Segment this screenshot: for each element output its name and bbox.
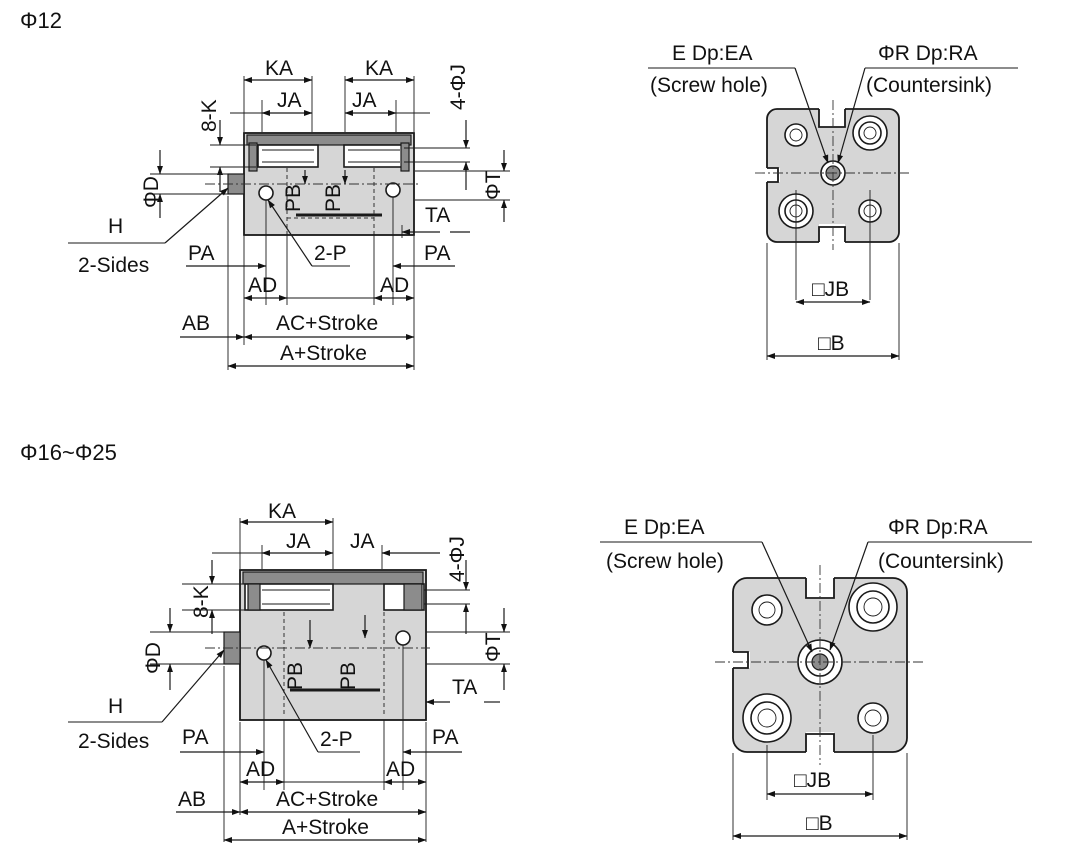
label-AB: AB: [178, 788, 206, 811]
label-AB: AB: [182, 312, 210, 335]
label-B: □B: [806, 812, 833, 835]
port-right: [395, 630, 411, 646]
label-8K: 8-K: [190, 585, 213, 618]
dims-top-phi12: KA KA JA JA 8-K 4-ΦJ ΦT ΦD PB PB: [68, 57, 510, 370]
side-view-phi12: [205, 132, 420, 236]
label-AC: AC+Stroke: [276, 312, 378, 335]
label-PA: PA: [188, 242, 214, 265]
end-view-phi16-25: □JB □B E Dp:EA (Screw hole) ΦR Dp:RA (Co…: [600, 516, 1032, 840]
label-AD: AD: [380, 274, 409, 297]
label-JA: JA: [352, 89, 377, 112]
label-8K: 8-K: [198, 99, 221, 132]
label-PB: PB: [337, 662, 360, 690]
label-A: A+Stroke: [282, 816, 369, 839]
label-PA: PA: [182, 726, 208, 749]
section-header-phi16-25: Φ16~Φ25: [20, 440, 117, 465]
label-KA: KA: [268, 500, 296, 523]
label-2sides: 2-Sides: [78, 730, 149, 753]
label-H: H: [108, 215, 123, 238]
label-AD: AD: [248, 274, 277, 297]
label-2P: 2-P: [314, 242, 347, 265]
label-csk: (Countersink): [878, 550, 1004, 573]
label-T: ΦT: [482, 170, 505, 200]
label-E: E Dp:EA: [672, 42, 753, 65]
label-JB: □JB: [794, 769, 831, 792]
label-E: E Dp:EA: [624, 516, 705, 539]
label-AD: AD: [246, 758, 275, 781]
label-KA: KA: [365, 57, 393, 80]
label-PA: PA: [424, 242, 450, 265]
label-JA: JA: [277, 89, 302, 112]
label-TA: TA: [425, 204, 450, 227]
side-view-phi16-25: [205, 569, 430, 721]
label-H: H: [108, 695, 123, 718]
label-D: ΦD: [142, 642, 165, 674]
label-screw: (Screw hole): [650, 74, 768, 97]
counterbore-left: [257, 144, 319, 168]
label-PB: PB: [284, 662, 307, 690]
counterbore-right: [343, 144, 405, 168]
label-PB: PB: [322, 184, 345, 212]
label-A: A+Stroke: [280, 342, 367, 365]
end-view-phi12: □JB □B E Dp:EA (Screw hole) ΦR Dp:RA (Co…: [648, 42, 1018, 360]
label-csk: (Countersink): [866, 74, 992, 97]
label-4J: 4-ΦJ: [447, 64, 470, 110]
label-PB: PB: [282, 184, 305, 212]
label-AD: AD: [386, 758, 415, 781]
label-PA: PA: [432, 726, 458, 749]
label-2P: 2-P: [320, 728, 353, 751]
label-KA: KA: [265, 57, 293, 80]
label-B: □B: [818, 332, 845, 355]
label-JA: JA: [350, 530, 375, 553]
label-TA: TA: [452, 676, 477, 699]
top-band: [246, 134, 412, 146]
label-screw: (Screw hole): [606, 550, 724, 573]
port-right: [385, 182, 401, 198]
label-AC: AC+Stroke: [276, 788, 378, 811]
label-T: ΦT: [482, 632, 505, 662]
top-band: [242, 571, 424, 585]
label-JA: JA: [286, 530, 311, 553]
section-header-phi12: Φ12: [20, 8, 62, 33]
label-R: ΦR Dp:RA: [888, 516, 988, 539]
label-2sides: 2-Sides: [78, 254, 149, 277]
label-4J: 4-ΦJ: [446, 536, 469, 582]
dims-top-phi16-25: KA JA JA 8-K 4-ΦJ ΦT ΦD PB PB TA H 2-Sid…: [68, 500, 510, 843]
port-left: [258, 185, 274, 201]
label-R: ΦR Dp:RA: [878, 42, 978, 65]
label-JB: □JB: [812, 278, 849, 301]
